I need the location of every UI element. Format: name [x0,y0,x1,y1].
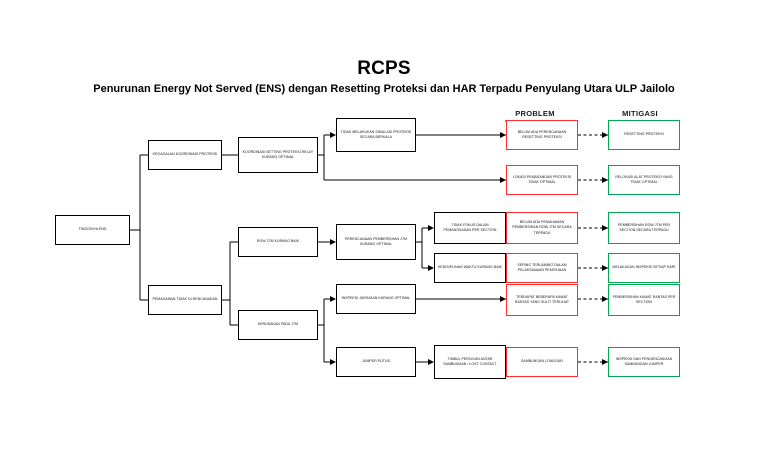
mitigasi-box-3[interactable]: PEMBERSIHAN ROW JTM PER SECTION SECARA T… [608,212,680,244]
node-jumper-putus[interactable]: JUMPER PUTUS [336,347,416,377]
mitigasi-box-2[interactable]: RELOKASI ALAT PROTEKSI YANG TIDAK OPTIMA… [608,165,680,195]
problem-box-6[interactable]: SAMBUNGAN LONGGAR [506,347,578,377]
node-kerusakan-pada-jtm[interactable]: KERUSAKAN PADA JTM [238,310,318,340]
column-header-problem: PROBLEM [515,109,555,118]
problem-box-5[interactable]: TERDAPAT BEBERAPA KAWAT RANTAS YANG SULI… [506,284,578,316]
node-koordinasi-setting-proteksi[interactable]: KOORDINASI SETTING PROTEKSI RELAY KURANG… [238,137,318,173]
problem-box-1[interactable]: BELUM ADA PERENCANAAN RESETTING PROTEKSI [506,120,578,150]
node-kegagalan-koordinasi-proteksi[interactable]: KEGAGALAN KOORDINASI PROTEKSI [148,140,222,170]
node-timbul-percikan-lost-contact[interactable]: TIMBUL PERCIKAN ANTAR SAMBUNGAN / LOST C… [434,345,506,379]
page-title: RCPS [357,58,411,79]
node-row-jtm-kurang-baik[interactable]: ROW JTM KURANG BAIK [238,227,318,257]
node-kedisiplinan-waktu-kurang-baik[interactable]: KEDISIPLINAN WAKTU KURANG BAIK [434,253,506,283]
node-root[interactable]: TINGGINYA ENS [55,215,130,245]
problem-box-2[interactable]: LOKASI PEMASANGAN PROTEKSI TIDAK OPTIMAL [506,165,578,195]
mitigasi-box-1[interactable]: RESETTING PROTEKSI [608,120,680,150]
node-perencanaan-pembersihan-jtm[interactable]: PERENCANAAN PEMBERSIHAN JTM KURANG OPTIM… [336,224,416,260]
node-tidak-fokus-pemangkasan-per-section[interactable]: TIDAK FOKUS DALAM PEMANGKASAN PER SECTIO… [434,212,506,244]
problem-box-3[interactable]: BELUM ADA PEMAHAMAN PEMBERSIHAN ROW JTM … [506,212,578,244]
mitigasi-box-6[interactable]: INSPEKSI DAN PENGENCANGAN SAMBUNGAN JUMP… [608,347,680,377]
mitigasi-box-4[interactable]: MELAKUKAN INSPEKSI SETIAP HARI [608,253,680,283]
node-pemadaman-tidak-direncanakan[interactable]: PEMADAMAN TIDAK DI RENCANAKAN [148,285,222,315]
node-tidak-melakukan-simulasi-proteksi[interactable]: TIDAK MELAKUKAN SIMULASI PROTEKSI SECARA… [336,118,416,152]
page-subtitle: Penurunan Energy Not Served (ENS) dengan… [93,83,675,95]
column-header-mitigasi: MITIGASI [622,109,658,118]
node-inspeksi-jaringan-kurang-optimal[interactable]: INSPEKSI JARINGAN KURANG OPTIMAL [336,284,416,314]
problem-box-4[interactable]: SERING TERLAMBAT DALAM PELAKSANAAN PEKER… [506,253,578,283]
mitigasi-box-5[interactable]: PEMBERSIHAN KAWAT RANTAS PER SECTION [608,284,680,316]
